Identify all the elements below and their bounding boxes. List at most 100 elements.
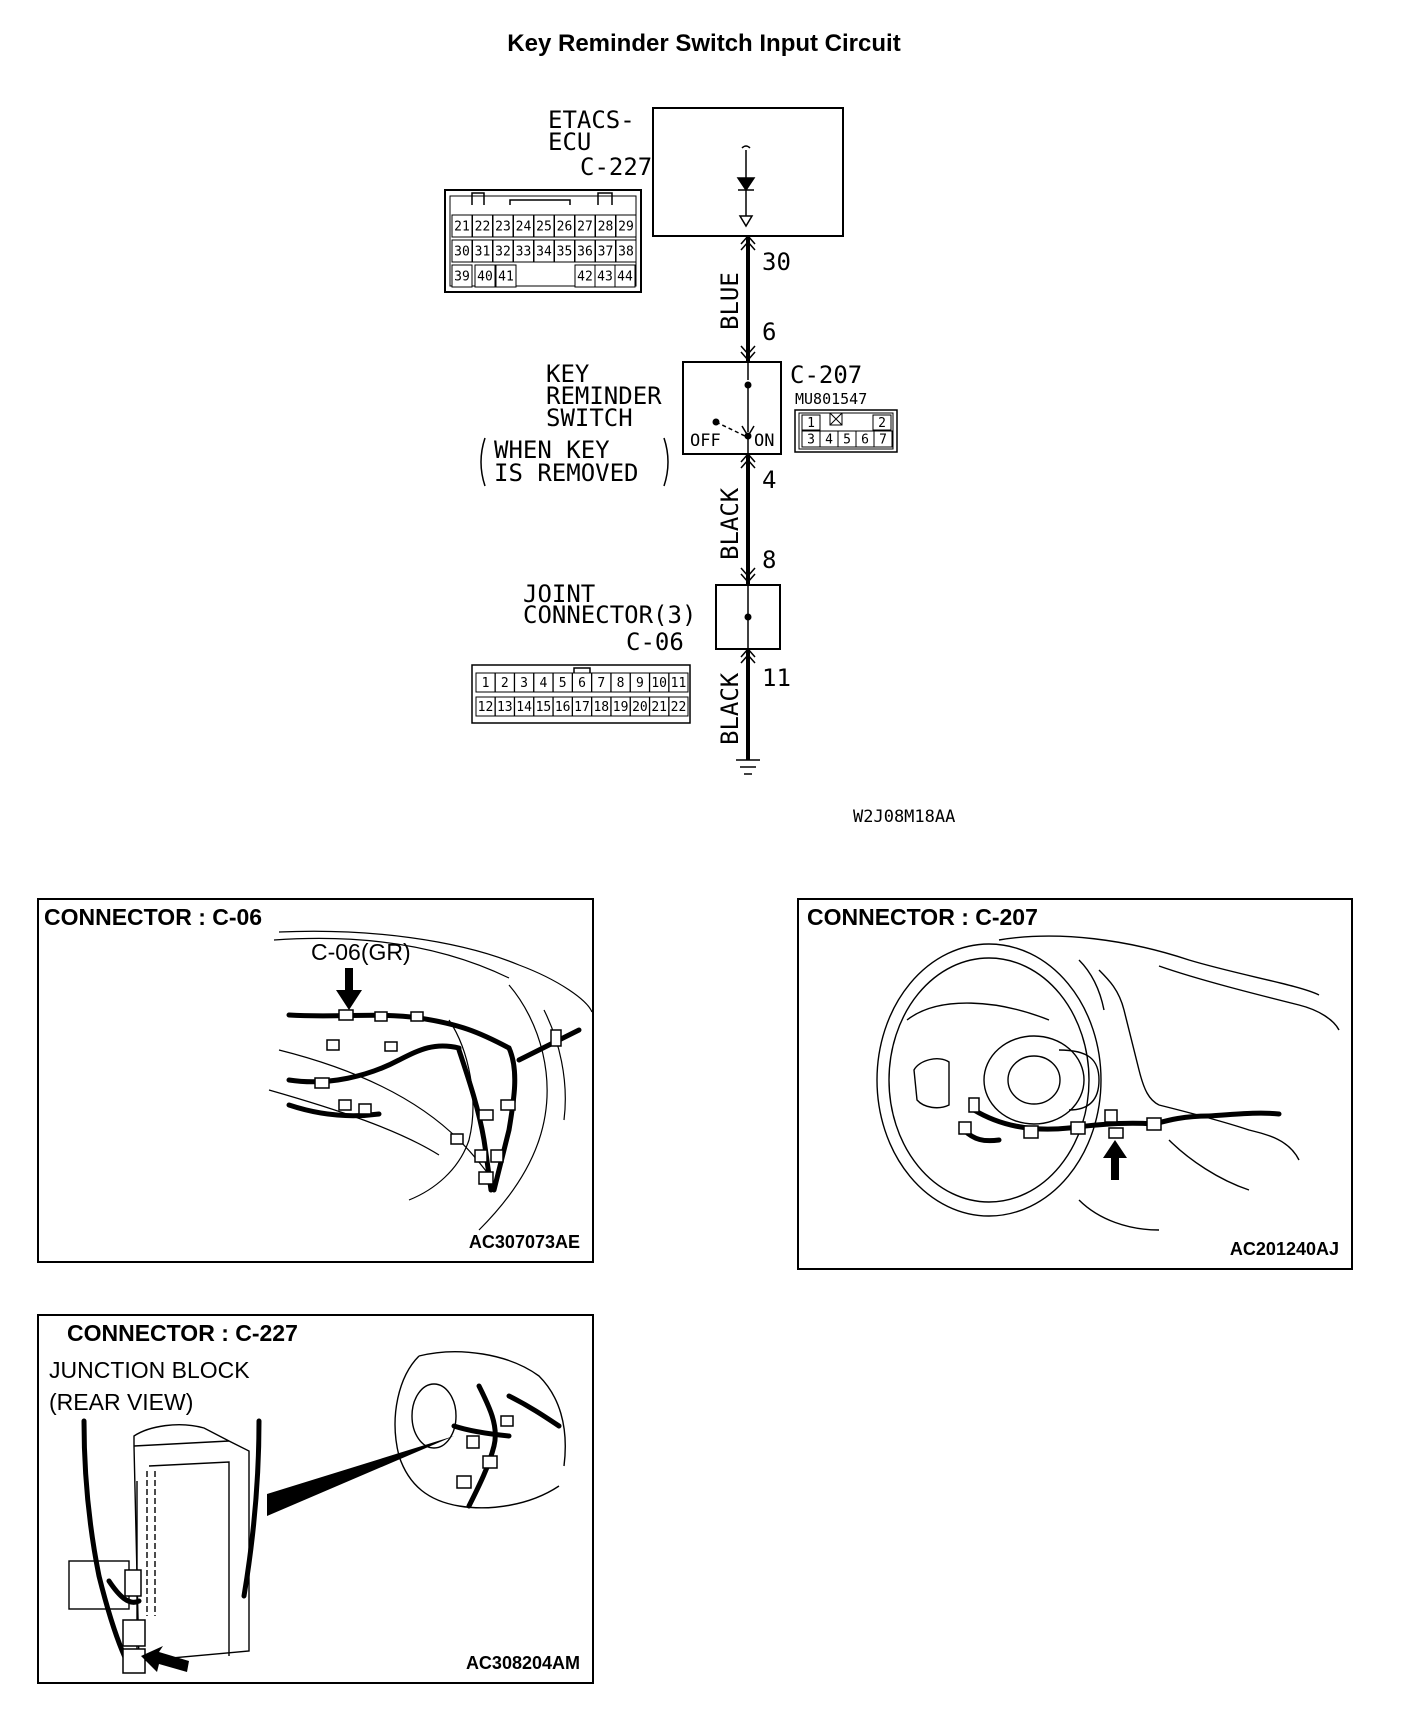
c207-pin-cell [873, 430, 893, 448]
c227-pin-label: 26 [557, 220, 573, 235]
switch-off-label: OFF [690, 431, 721, 451]
c06-pin-label: 17 [574, 700, 590, 715]
c06-pin-label: 21 [651, 700, 667, 715]
condition-close-paren [663, 437, 669, 487]
c227-pin-label: 36 [577, 245, 593, 260]
joint-label-2: CONNECTOR(3) [523, 601, 696, 629]
c207-figure-code: AC201240AJ [1229, 1239, 1339, 1259]
c227-location-illustration [68, 1351, 566, 1674]
ground-symbol [736, 759, 760, 775]
c207-pin-label: 3 [807, 433, 815, 448]
c227-pin-label: 31 [475, 245, 491, 260]
c06-pin-label: 5 [559, 676, 567, 691]
panel-connector-c227: CONNECTOR : C-227 JUNCTION BLOCK (REAR V… [37, 1314, 594, 1684]
c227-figure-code: AC308204AM [465, 1653, 580, 1673]
c207-pin-cell [801, 414, 821, 431]
wire-black-1-pin-top: 4 [762, 466, 776, 494]
c06-pin-label: 6 [578, 676, 586, 691]
c06-pin-label: 16 [555, 700, 571, 715]
c06-pin-label: 7 [597, 676, 605, 691]
etacs-connector-label: C-227 [580, 153, 652, 181]
panel-connector-c06: CONNECTOR : C-06 C-06(GR) AC307073AE [37, 898, 594, 1263]
wire-blue-label: BLUE [716, 272, 744, 330]
c227-pin-cell [615, 214, 637, 238]
c06-pin-label: 19 [613, 700, 629, 715]
c06-pin-label: 10 [651, 676, 667, 691]
c06-pin-label: 18 [593, 700, 609, 715]
c227-pin-label: 30 [454, 245, 470, 260]
diagram-code: W2J08M18AA [853, 807, 955, 827]
c227-pin-label: 38 [618, 245, 634, 260]
c06-figure-code: AC307073AE [468, 1232, 580, 1252]
wire-black-2-pin-top: 11 [762, 664, 791, 692]
wire-black-1-pin-bottom: 8 [762, 546, 776, 574]
etacs-ecu-box [652, 107, 844, 237]
c207-pin-label: 5 [843, 433, 851, 448]
c227-subtitle-1: JUNCTION BLOCK [49, 1357, 250, 1383]
c227-pin-label: 44 [617, 270, 633, 285]
wire-black-2-label: BLACK [716, 672, 744, 745]
c227-pin-cell [474, 264, 496, 288]
c227-panel-title: CONNECTOR : C-227 [67, 1320, 302, 1347]
c06-pin-label: 8 [617, 676, 625, 691]
key-reminder-switch-box [682, 361, 782, 455]
page-title: Key Reminder Switch Input Circuit [507, 30, 901, 57]
c06-pin-label: 12 [478, 700, 494, 715]
c227-pin-label: 28 [598, 220, 614, 235]
c06-pin-label: 11 [671, 676, 687, 691]
switch-on-label: ON [754, 431, 774, 451]
c227-pin-cell [614, 264, 636, 288]
panel-connector-c207: CONNECTOR : C-207 AC201240AJ [797, 898, 1353, 1270]
c06-pin-label: 1 [482, 676, 490, 691]
c207-location-illustration [876, 935, 1340, 1231]
c06-pin-label: 22 [671, 700, 687, 715]
c207-pin-label: 7 [879, 433, 887, 448]
c227-pin-label: 41 [498, 270, 514, 285]
switch-condition-2: IS REMOVED [494, 459, 639, 487]
c227-pin-label: 34 [536, 245, 552, 260]
switch-label-3: SWITCH [546, 404, 633, 432]
wire-blue-pin-bottom: 6 [762, 318, 776, 346]
wire-blue-pin-top: 30 [762, 248, 791, 276]
c227-pin-label: 40 [477, 270, 493, 285]
c227-pin-label: 23 [495, 220, 511, 235]
c06-pin-label: 14 [516, 700, 532, 715]
c207-panel-title: CONNECTOR : C-207 [807, 904, 1042, 931]
c06-callout-label: C-06(GR) [311, 939, 411, 965]
etacs-label-2: ECU [548, 128, 591, 156]
c06-pin-cell [668, 696, 689, 717]
switch-label-2: REMINDER [546, 382, 662, 410]
c06-pin-label: 3 [520, 676, 528, 691]
c06-callout-arrow [336, 968, 362, 1010]
c227-pointer-wedge [267, 1436, 454, 1516]
c06-location-illustration [268, 930, 592, 1231]
c227-pin-label: 39 [454, 270, 470, 285]
c207-pin-label: 1 [807, 416, 815, 431]
c06-pin-label: 15 [536, 700, 552, 715]
c06-connector-label: C-06 [626, 628, 684, 656]
c227-pin-label: 21 [454, 220, 470, 235]
c227-pin-label: 32 [495, 245, 511, 260]
c227-pin-cell [495, 264, 517, 288]
c06-pin-label: 13 [497, 700, 513, 715]
condition-open-paren [480, 437, 486, 487]
c207-pin-label: 2 [878, 416, 886, 431]
c227-pin-label: 35 [557, 245, 573, 260]
c207-cavity-blocked-mark [829, 412, 843, 426]
wire-black-1-label: BLACK [716, 487, 744, 560]
c227-pin-cell [615, 239, 637, 263]
c06-panel-title: CONNECTOR : C-06 [44, 904, 267, 931]
c227-pin-label: 42 [577, 270, 593, 285]
c06-pin-label: 2 [501, 676, 509, 691]
c227-pin-label: 33 [516, 245, 532, 260]
c207-part-number: MU801547 [795, 390, 867, 408]
c227-pin-label: 25 [536, 220, 552, 235]
switch-label-1: KEY [546, 360, 590, 388]
joint-label-1: JOINT [523, 580, 595, 608]
c227-pin-label: 29 [618, 220, 634, 235]
c207-pin-cell [872, 414, 892, 431]
